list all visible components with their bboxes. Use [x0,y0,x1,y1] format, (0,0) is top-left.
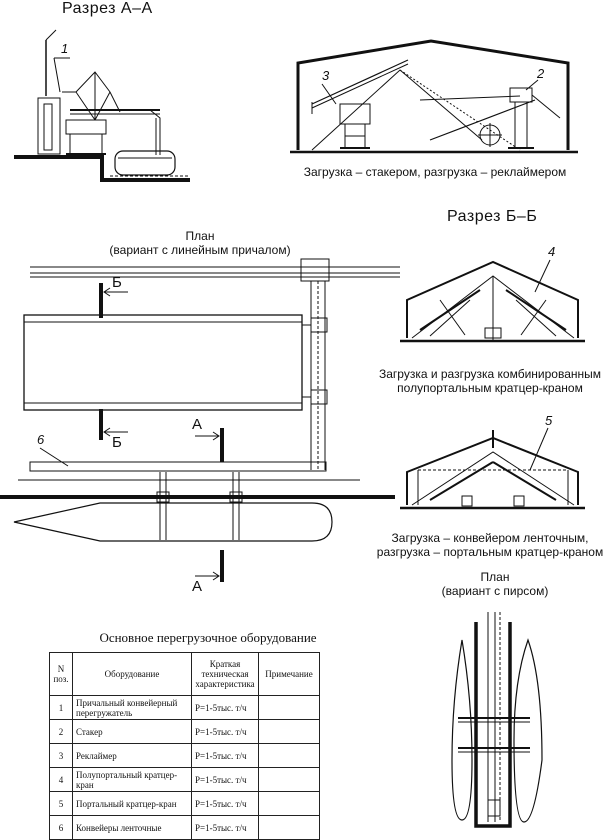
cell-equipment: Стакер [72,719,192,744]
header-note: Примечание [258,652,320,696]
section-aa-left [14,29,190,182]
cell-note [258,791,320,816]
section-bb-caption1-line2: полупортальным кратцер-краном [397,381,583,395]
cell-spec: Р=1-5тыс. т/ч [191,695,259,720]
cell-note [258,719,320,744]
header-n: N поз. [49,652,73,696]
table-row: 3 Реклаймер Р=1-5тыс. т/ч [49,743,320,768]
cell-equipment: Реклаймер [72,743,192,768]
cell-equipment: Конвейеры ленточные [72,815,192,840]
plan-pier-title-1: План [480,570,510,584]
cell-note [258,815,320,840]
table-row: 4 Полупортальный кратцер-кран Р=1-5тыс. … [49,767,320,792]
section-bb-caption2-line2: разгрузка – портальным кратцер-краном [376,545,604,559]
section-bb-bottom [400,427,585,510]
cell-note [258,767,320,792]
plan-linear-berth [0,258,400,582]
header-spec: Краткая техническая характеристика [191,652,259,696]
equipment-table: N поз. Оборудование Краткая техническая … [49,652,320,840]
cell-spec: Р=1-5тыс. т/ч [191,743,259,768]
plan-pier-title-2: (вариант с пирсом) [441,584,549,598]
cell-n: 1 [49,695,73,720]
label-4: 4 [548,244,556,259]
table-row: 5 Портальный кратцер-кран Р=1-5тыс. т/ч [49,791,320,816]
cell-spec: Р=1-5тыс. т/ч [191,815,259,840]
table-header-row: N поз. Оборудование Краткая техническая … [49,652,320,696]
section-aa-title: Разрез А–А [62,0,153,17]
plan-pier [451,612,543,828]
label-6: 6 [37,432,45,447]
section-aa-caption: Загрузка – стакером, разгрузка – реклайм… [303,165,567,179]
section-mark-b-bottom: Б [112,434,122,451]
section-bb-title: Разрез Б–Б [447,208,538,225]
table-row: 1 Причальный конвейерный перегружатель Р… [49,695,320,720]
cell-spec: Р=1-5тыс. т/ч [191,767,259,792]
cell-n: 4 [49,767,73,792]
section-bb-caption1-line1: Загрузка и разгрузка комбинированным [378,367,602,381]
cell-n: 2 [49,719,73,744]
label-2: 2 [537,66,545,81]
cell-n: 6 [49,815,73,840]
header-equipment: Оборудование [72,652,192,696]
section-mark-b-top: Б [112,274,122,291]
section-bb-caption2-line1: Загрузка – конвейером ленточным, [391,531,589,545]
cell-equipment: Причальный конвейерный перегружатель [72,695,192,720]
plan-linear-title-1: План [185,229,215,243]
cell-equipment: Полупортальный кратцер-кран [72,767,192,792]
section-mark-a-top: А [192,416,203,433]
label-5: 5 [545,413,553,428]
cell-spec: Р=1-5тыс. т/ч [191,791,259,816]
cell-equipment: Портальный кратцер-кран [72,791,192,816]
section-bb-top [400,259,585,343]
cell-spec: Р=1-5тыс. т/ч [191,719,259,744]
equipment-table-title: Основное перегрузочное оборудование [99,630,317,645]
label-1: 1 [61,41,69,56]
cell-note [258,695,320,720]
table-row: 6 Конвейеры ленточные Р=1-5тыс. т/ч [49,815,320,840]
section-mark-a-bottom: А [192,578,203,595]
plan-linear-title-2: (вариант с линейным причалом) [109,243,291,257]
cell-n: 5 [49,791,73,816]
label-3: 3 [322,68,330,83]
cell-note [258,743,320,768]
section-aa-right [290,39,578,154]
table-row: 2 Стакер Р=1-5тыс. т/ч [49,719,320,744]
cell-n: 3 [49,743,73,768]
